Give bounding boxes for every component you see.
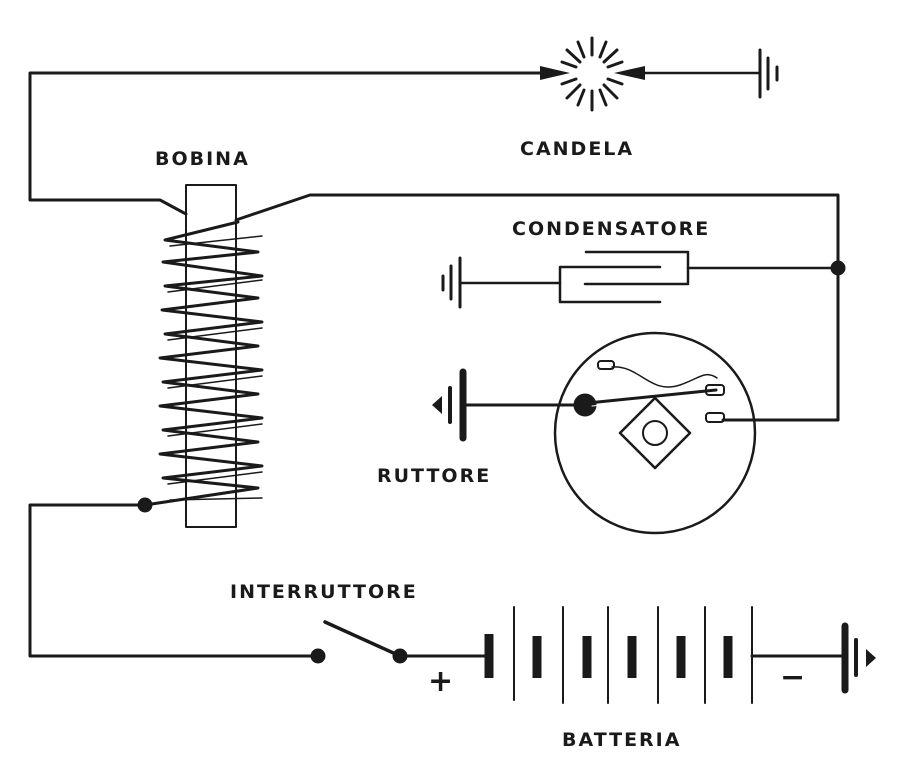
battery-ground-icon	[841, 622, 876, 694]
breaker-pivot	[573, 393, 597, 417]
secondary-winding	[167, 235, 263, 501]
battery-label: BATTERIA	[562, 729, 682, 751]
spark-arrow-left	[540, 66, 570, 80]
breaker-arm	[586, 388, 718, 405]
breaker-ground-icon	[432, 368, 467, 442]
breaker-spring	[611, 366, 718, 388]
breaker-cam	[618, 396, 692, 470]
spark-ground-icon	[758, 48, 779, 99]
breaker-label: RUTTORE	[377, 465, 492, 487]
condenser-label: CONDENSATORE	[512, 218, 711, 240]
positive-sign: +	[428, 664, 454, 699]
breaker-housing	[553, 331, 757, 535]
negative-sign: −	[780, 660, 806, 695]
fixed-contact	[705, 412, 725, 423]
spring-anchor	[597, 360, 615, 370]
high-tension-wire	[28, 71, 562, 216]
switch-label: INTERRUTTORE	[230, 581, 418, 603]
switch-terminal-left	[310, 648, 326, 664]
primary-wire	[234, 193, 840, 422]
spark-plug-label: CANDELA	[520, 138, 635, 160]
spark-icon	[560, 36, 624, 112]
cam-shaft	[642, 420, 668, 446]
ignition-wire	[28, 503, 320, 658]
spark-arrow-right	[614, 66, 645, 80]
coil-label: BOBINA	[155, 148, 250, 170]
condenser-ground-icon	[441, 256, 462, 309]
battery-icon	[484, 606, 753, 704]
moving-contact	[705, 384, 725, 396]
coil-winding	[143, 220, 264, 507]
condenser-icon	[460, 250, 840, 304]
ignition-switch-lever[interactable]	[323, 620, 402, 658]
